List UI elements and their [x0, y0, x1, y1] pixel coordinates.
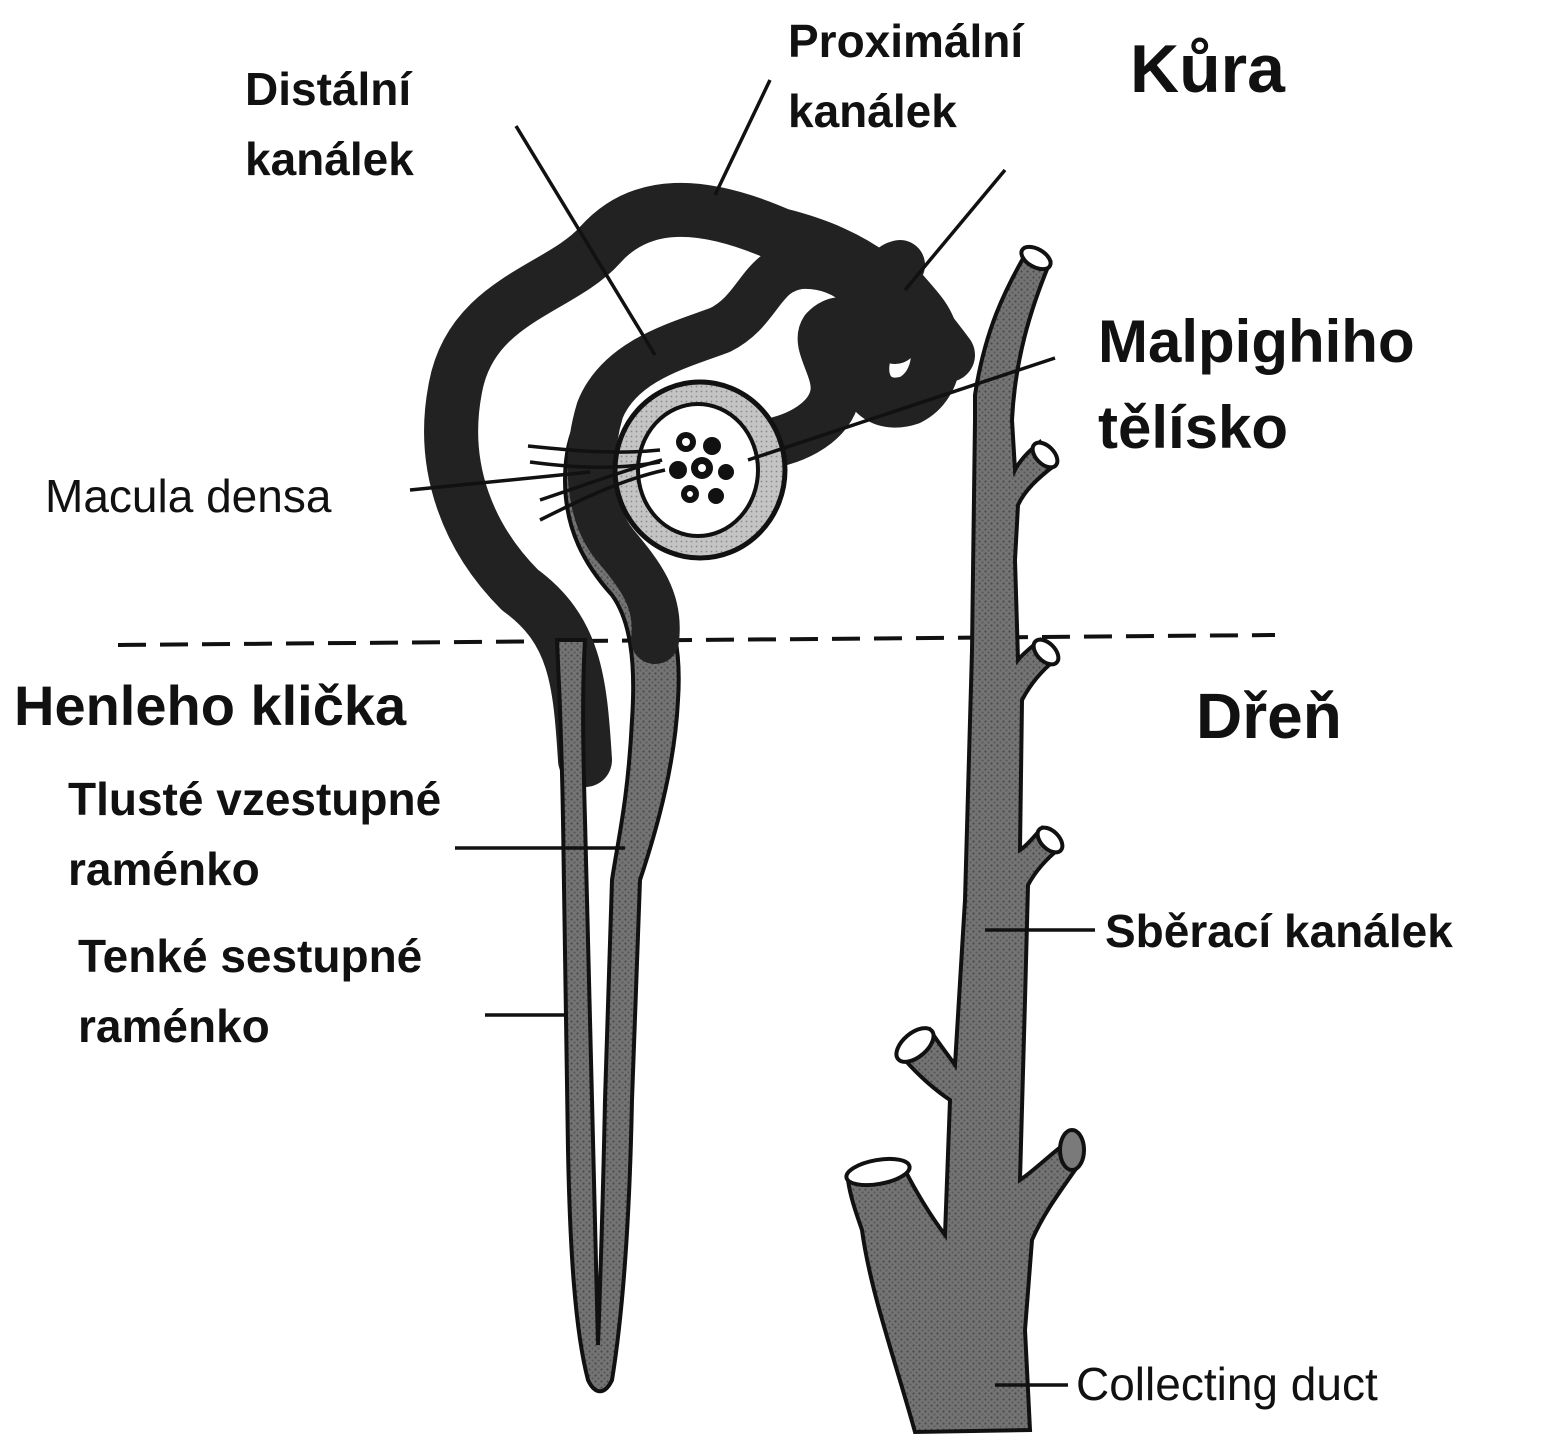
label-sberaci-kanalek: Sběrací kanálek — [1105, 905, 1453, 957]
label-kura: Kůra — [1130, 31, 1286, 107]
label-collecting-duct: Collecting duct — [1076, 1358, 1378, 1410]
label-thin-line2: raménko — [78, 1000, 270, 1052]
label-henle: Henleho klička — [14, 674, 407, 737]
label-dren: Dřeň — [1196, 680, 1342, 752]
label-thick-line1: Tlusté vzestupné — [68, 773, 441, 825]
label-thick-line2: raménko — [68, 843, 260, 895]
label-distal-line1: Distální — [245, 63, 413, 115]
label-distal-line2: kanálek — [245, 133, 414, 185]
cortex-medulla-boundary — [118, 635, 1275, 645]
label-thin-line1: Tenké sestupné — [78, 930, 422, 982]
label-proximal-line2: kanálek — [788, 85, 957, 137]
label-malpighi-line1: Malpighiho — [1098, 308, 1415, 375]
label-malpighi-line2: tělísko — [1098, 394, 1288, 461]
label-proximal-line1: Proximální — [788, 15, 1025, 67]
label-macula-densa: Macula densa — [45, 470, 332, 522]
